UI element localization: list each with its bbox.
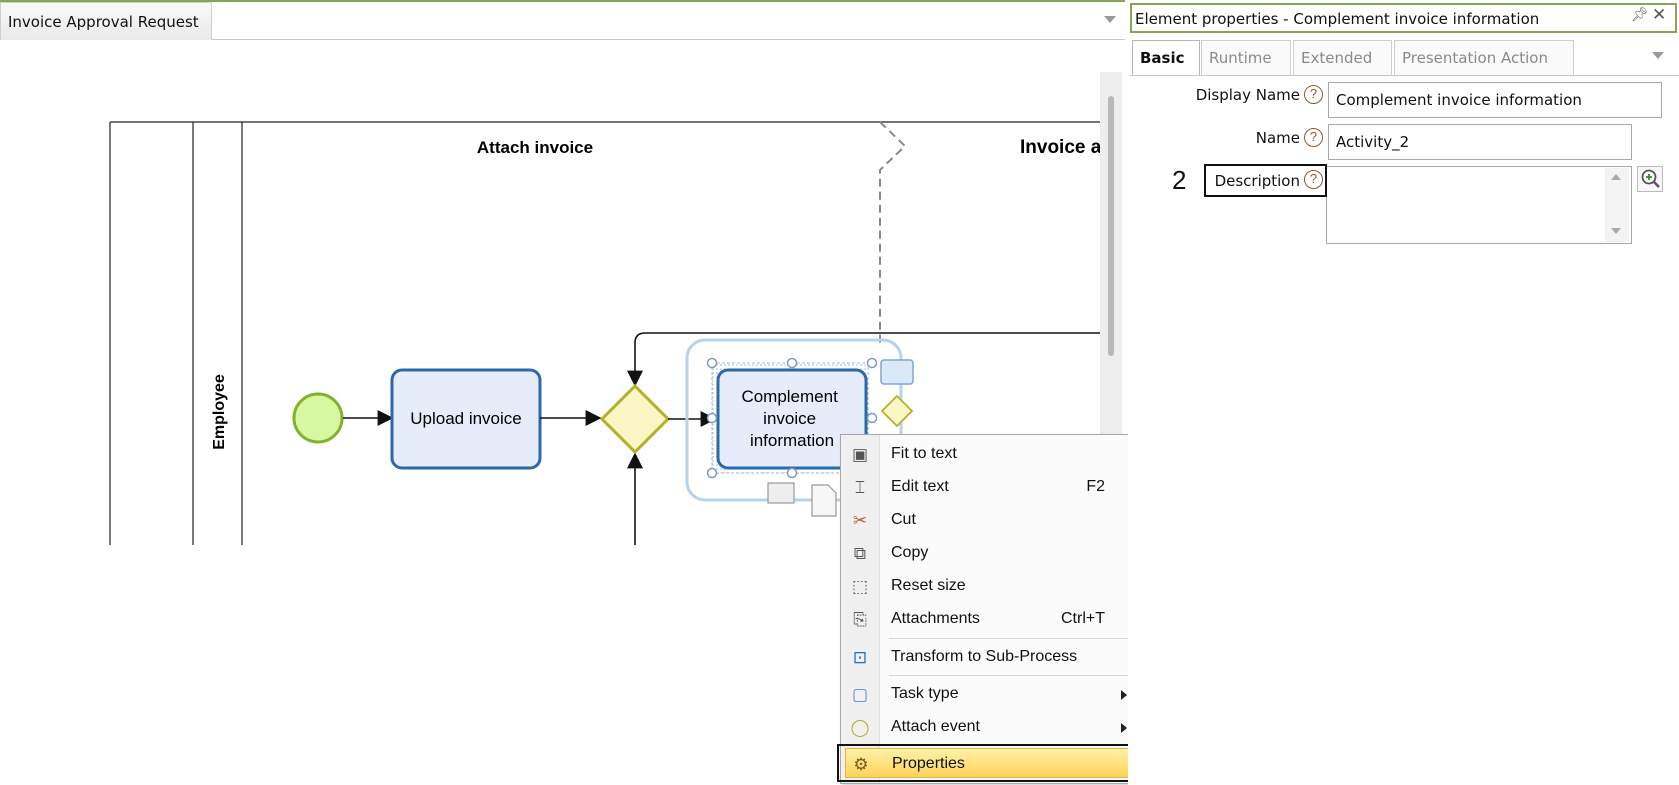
- phase-separator: [879, 121, 907, 345]
- append-gateway-icon[interactable]: [880, 394, 914, 428]
- tab-label: Extended: [1301, 49, 1373, 67]
- reset-size-icon: ⬚: [851, 577, 869, 597]
- highlight-box-description: [1204, 164, 1327, 197]
- menu-item-cut[interactable]: ✂ Cut: [841, 505, 1139, 535]
- start-event[interactable]: [292, 392, 344, 444]
- lane-label: Employee: [211, 374, 228, 450]
- highlight-box-properties: [837, 744, 1141, 782]
- properties-panel-title: Element properties - Complement invoice …: [1130, 3, 1677, 33]
- tab-runtime[interactable]: Runtime: [1201, 40, 1291, 76]
- submenu-arrow-icon: [1121, 690, 1127, 700]
- description-field[interactable]: [1326, 166, 1632, 244]
- document-tab-label: Invoice Approval Request: [8, 13, 199, 31]
- pool: [109, 121, 1100, 545]
- menu-item-label: Attach event: [891, 718, 980, 735]
- loop-connector: [627, 332, 1100, 387]
- menu-item-label: Task type: [891, 685, 959, 702]
- phase-label-attach: Attach invoice: [477, 138, 593, 157]
- menu-item-fit-to-text[interactable]: ▣ Fit to text: [841, 439, 1139, 469]
- close-icon[interactable]: ✕: [1652, 5, 1667, 25]
- description-label: Description: [1214, 172, 1300, 190]
- menu-item-label: Fit to text: [891, 445, 957, 462]
- context-menu-gutter: [841, 435, 880, 783]
- help-icon[interactable]: ?: [1304, 85, 1323, 104]
- zoom-in-button[interactable]: [1637, 166, 1663, 192]
- menu-item-transform-subprocess[interactable]: ⊡ Transform to Sub-Process: [841, 642, 1139, 672]
- menu-item-attach-event[interactable]: ◯ Attach event: [841, 712, 1139, 742]
- tabs-divider: [1130, 75, 1679, 76]
- menu-item-copy[interactable]: ⧉ Copy: [841, 538, 1139, 568]
- copy-icon: ⧉: [853, 544, 867, 564]
- append-data-object-icon[interactable]: [811, 484, 837, 517]
- tab-label: Basic: [1140, 49, 1185, 67]
- display-name-label: Display Name: [1195, 86, 1300, 104]
- tab-presentation-action[interactable]: Presentation Action: [1394, 40, 1574, 76]
- subprocess-icon: ⊡: [852, 648, 868, 668]
- gear-icon: ⚙: [853, 755, 869, 775]
- append-task-icon[interactable]: [880, 359, 914, 385]
- context-menu: ▣ Fit to text ⌶ Edit text F2 ✂ Cut ⧉ Cop…: [840, 434, 1140, 784]
- task-complement-line-2: invoice: [763, 409, 816, 428]
- edit-text-icon: ⌶: [854, 478, 866, 498]
- menu-separator: [889, 638, 1129, 639]
- task-complement-label: Complement invoice information: [741, 387, 842, 450]
- callout-number-2: 2: [1172, 165, 1187, 195]
- menu-item-label: Cut: [891, 511, 916, 528]
- help-icon[interactable]: ?: [1304, 170, 1323, 189]
- pin-icon[interactable]: 📌︎: [1631, 7, 1649, 23]
- scissors-icon: ✂: [852, 511, 868, 531]
- help-icon[interactable]: ?: [1304, 128, 1323, 147]
- task-upload-invoice-label: Upload invoice: [410, 409, 522, 428]
- menu-item-shortcut: Ctrl+T: [1061, 610, 1105, 627]
- phase-label-approve: Invoice a: [1020, 137, 1100, 158]
- menu-item-reset-size[interactable]: ⬚ Reset size: [841, 571, 1139, 601]
- event-icon: ◯: [850, 718, 870, 738]
- menu-item-label: Copy: [891, 544, 929, 561]
- canvas-scrollbar-thumb[interactable]: [1108, 96, 1114, 356]
- tab-label: Presentation Action: [1402, 49, 1548, 67]
- resize-handles[interactable]: [706, 357, 878, 479]
- append-annotation-icon[interactable]: [767, 482, 795, 504]
- task-icon: ▢: [851, 685, 869, 705]
- scroll-up-icon[interactable]: [1611, 174, 1621, 180]
- menu-item-label: Transform to Sub-Process: [891, 648, 1078, 665]
- task-complement-line-3: information: [750, 431, 834, 450]
- name-label: Name: [1255, 129, 1300, 147]
- display-name-field[interactable]: Complement invoice information: [1328, 82, 1662, 118]
- tab-basic[interactable]: Basic: [1132, 40, 1200, 76]
- menu-item-label: Edit text: [891, 478, 949, 495]
- menu-separator: [889, 675, 1129, 676]
- paperclip-icon: ⎘: [853, 610, 867, 630]
- task-upload-invoice[interactable]: [390, 368, 542, 470]
- name-field[interactable]: Activity_2: [1328, 124, 1632, 160]
- menu-item-shortcut: F2: [1086, 478, 1105, 495]
- menu-item-task-type[interactable]: ▢ Task type: [841, 679, 1139, 709]
- chevron-down-icon[interactable]: [1104, 16, 1116, 23]
- task-complement-line-1: Complement: [741, 387, 838, 406]
- menu-item-edit-text[interactable]: ⌶ Edit text F2: [841, 472, 1139, 502]
- scroll-down-icon[interactable]: [1611, 228, 1621, 234]
- properties-title-text: Element properties - Complement invoice …: [1135, 10, 1540, 28]
- name-value: Activity_2: [1336, 133, 1410, 151]
- tab-extended[interactable]: Extended: [1293, 40, 1392, 76]
- menu-item-label: Attachments: [891, 610, 980, 627]
- display-name-value: Complement invoice information: [1336, 91, 1582, 109]
- fit-to-text-icon: ▣: [851, 445, 869, 465]
- menu-item-attachments[interactable]: ⎘ Attachments Ctrl+T: [841, 604, 1139, 634]
- tab-label: Runtime: [1209, 49, 1272, 67]
- chevron-down-icon[interactable]: [1652, 52, 1664, 59]
- document-tab[interactable]: Invoice Approval Request: [0, 2, 212, 40]
- menu-item-properties[interactable]: ⚙ Properties: [845, 748, 1135, 778]
- gateway[interactable]: [599, 383, 671, 455]
- zoom-in-icon: [1641, 169, 1660, 188]
- menu-item-label: Properties: [892, 755, 965, 772]
- submenu-arrow-icon: [1121, 723, 1127, 733]
- menu-item-label: Reset size: [891, 577, 966, 594]
